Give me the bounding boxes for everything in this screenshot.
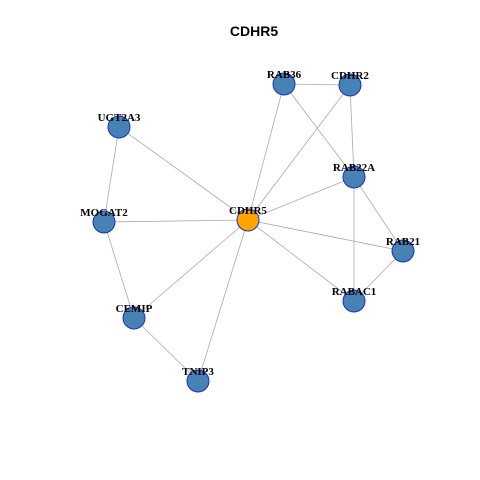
edge-mogat2-cemip <box>103 221 135 319</box>
node-label: RABAC1 <box>332 286 377 298</box>
node-label: RAB22A <box>333 162 375 174</box>
edge-cdhr5-rab21 <box>247 219 404 252</box>
node-tnip3[interactable]: TNIP3 <box>182 366 214 393</box>
edge-cdhr5-ugt2a3 <box>118 126 249 221</box>
node-label: CDHR2 <box>331 70 369 82</box>
node-circle[interactable] <box>122 306 146 330</box>
edge-cdhr5-rab36 <box>247 83 285 221</box>
node-rab36[interactable]: RAB36 <box>267 69 302 96</box>
node-circle[interactable] <box>338 73 362 97</box>
node-label: UGT2A3 <box>98 112 141 124</box>
node-rab21[interactable]: RAB21 <box>386 236 420 263</box>
edge-cdhr2-rab22a <box>349 84 355 178</box>
node-label: TNIP3 <box>182 366 214 378</box>
node-circle[interactable] <box>391 239 415 263</box>
edge-cdhr5-mogat2 <box>103 219 249 223</box>
node-rab22a[interactable]: RAB22A <box>333 162 375 189</box>
node-circle[interactable] <box>272 72 296 96</box>
node-cdhr5[interactable]: CDHR5 <box>229 205 267 232</box>
node-cemip[interactable]: CEMIP <box>116 303 153 330</box>
edge-rab36-rab22a <box>283 83 355 178</box>
node-label: RAB36 <box>267 69 302 81</box>
edge-cdhr5-cdhr2 <box>247 84 351 221</box>
node-rabac1[interactable]: RABAC1 <box>332 286 377 313</box>
edge-cdhr5-cemip <box>133 219 249 319</box>
edge-ugt2a3-mogat2 <box>103 126 120 223</box>
edge-cemip-tnip3 <box>133 317 199 382</box>
node-circle[interactable] <box>186 369 210 393</box>
node-circle[interactable] <box>342 289 366 313</box>
node-ugt2a3[interactable]: UGT2A3 <box>98 112 141 139</box>
edge-rab21-rabac1 <box>353 250 404 302</box>
diagram-title: CDHR5 <box>230 23 278 39</box>
node-circle[interactable] <box>342 165 366 189</box>
edges-layer <box>103 83 404 382</box>
edge-cdhr5-rab22a <box>247 176 355 221</box>
node-label: CEMIP <box>116 303 153 315</box>
edge-rab22a-rab21 <box>353 176 404 252</box>
edge-cdhr5-rabac1 <box>247 219 355 302</box>
node-circle[interactable] <box>236 208 260 232</box>
node-circle[interactable] <box>92 210 116 234</box>
node-circle[interactable] <box>107 115 131 139</box>
node-mogat2[interactable]: MOGAT2 <box>80 207 128 234</box>
edge-cdhr5-tnip3 <box>197 219 249 382</box>
node-label: RAB21 <box>386 236 420 248</box>
node-cdhr2[interactable]: CDHR2 <box>331 70 369 97</box>
node-label: CDHR5 <box>229 205 267 217</box>
node-label: MOGAT2 <box>80 207 128 219</box>
